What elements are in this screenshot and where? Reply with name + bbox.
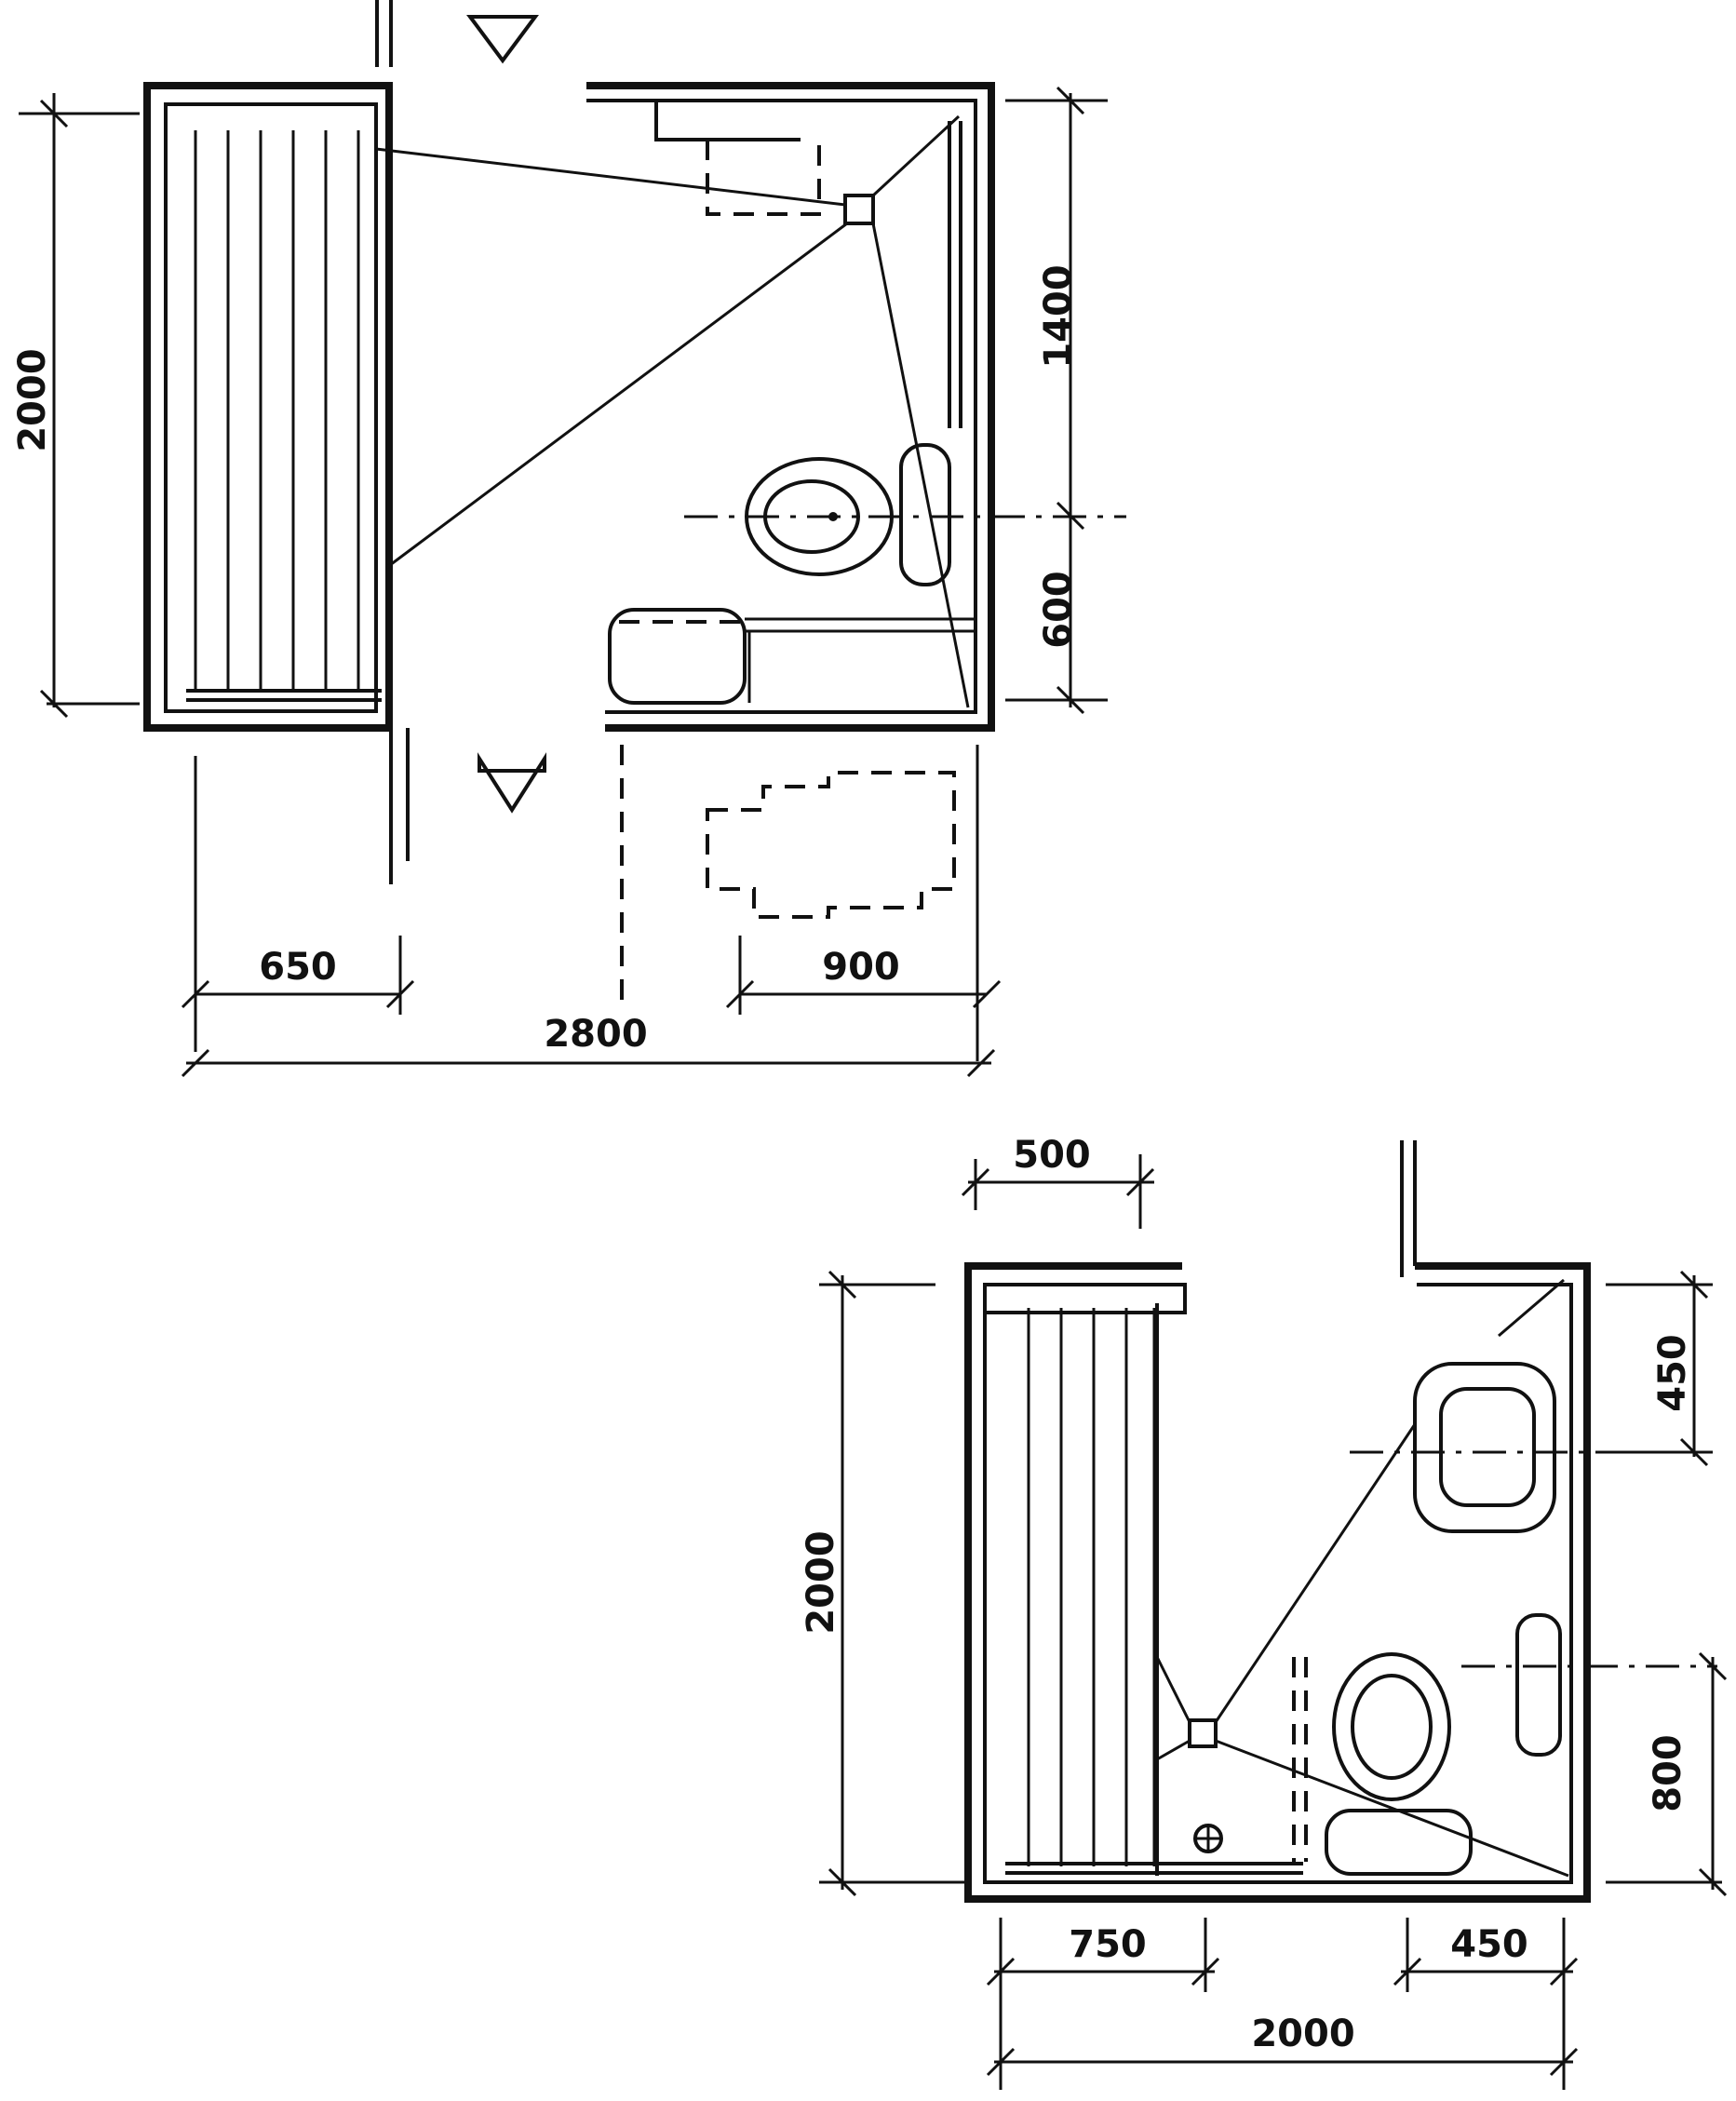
plan-b-label-basin-offset: 450 <box>1651 1334 1694 1412</box>
plan-a-dim-right: 1400 600 <box>1005 86 1108 715</box>
plan-a-grab-rail-top <box>654 102 801 141</box>
plan-a-dim-clear-width: 900 <box>725 936 1002 1015</box>
plan-a-hoist-point <box>843 194 875 225</box>
plan-a-right-walls <box>586 82 995 732</box>
plan-b-dim-bath-width: 750 <box>986 1918 1220 2090</box>
plan-a: 2000 1400 600 650 900 <box>11 0 1126 1078</box>
plan-a-right-inner-walls <box>586 99 977 714</box>
plan-b-hoist-track <box>1156 1739 1191 1761</box>
plan-b-entry-wall <box>1400 1140 1417 1277</box>
plan-a-hoist-track <box>385 222 848 570</box>
plan-a-label-lower-segment: 600 <box>1037 571 1080 649</box>
plan-b-label-wc-width: 450 <box>1450 1923 1528 1966</box>
plan-b-bath-head <box>983 1283 1187 1314</box>
plan-a-label-upper-segment: 1400 <box>1037 264 1080 368</box>
plan-b-hoist-track <box>1214 1423 1417 1723</box>
plan-b-bath-rail <box>1005 1862 1303 1875</box>
plan-a-entry-arrow-top-icon <box>466 15 539 64</box>
plan-a-dim-bath-width: 650 <box>181 756 415 1052</box>
plan-a-wc <box>745 443 951 586</box>
plan-b-outer-walls <box>964 1262 1591 1903</box>
plan-b-dim-top-width: 500 <box>961 1134 1155 1229</box>
plan-a-grab-rail-right <box>948 121 962 428</box>
plan-a-bath-slats <box>194 130 360 689</box>
plan-b-drain-icon <box>1193 1824 1223 1853</box>
plan-b-bath-slats <box>1027 1308 1156 1866</box>
plan-b-label-bath-width: 750 <box>1069 1923 1147 1966</box>
plan-b-dim-right: 450 800 <box>1606 1270 1728 1897</box>
plan-b-wc <box>1325 1652 1473 1876</box>
plan-a-hoist-track <box>871 114 961 197</box>
plan-b-inner-walls <box>983 1283 1573 1884</box>
plan-a-label-height-total: 2000 <box>11 348 54 451</box>
plan-a-turning-area <box>706 771 956 919</box>
plan-b-label-wc-offset: 800 <box>1647 1734 1689 1812</box>
plan-b-dim-wc-width: 450 <box>1393 1918 1579 2090</box>
plan-a-left-wall <box>143 82 393 732</box>
plan-b-label-height-total: 2000 <box>800 1530 842 1634</box>
plan-b-shower-screen <box>1292 1657 1308 1862</box>
plan-b: 500 2000 450 800 <box>800 1134 1728 2090</box>
plan-a-dim-height-total: 2000 <box>11 93 140 719</box>
plan-b-hoist-track <box>1155 1656 1191 1723</box>
plan-b-dim-total-width: 2000 <box>986 2013 1579 2077</box>
plan-a-label-bath-width: 650 <box>259 946 337 989</box>
plan-b-grab-rail <box>1515 1613 1562 1757</box>
plan-a-entry-arrow-bottom-icon <box>478 752 546 814</box>
plan-a-shower-seat <box>608 608 976 705</box>
plan-a-hoist-track <box>871 222 970 708</box>
plan-b-dim-height-total: 2000 <box>800 1270 968 1897</box>
plan-a-hoist-track <box>375 147 846 207</box>
plan-b-label-total-width: 2000 <box>1251 2013 1354 2055</box>
plan-a-entry-wall-top <box>375 0 393 67</box>
plan-a-dim-total-width: 2800 <box>181 1013 996 1078</box>
plan-b-hoist-track <box>1498 1278 1565 1338</box>
plan-a-entry-wall-bottom <box>389 728 410 884</box>
plan-b-basin <box>1413 1362 1556 1533</box>
plan-a-label-total-width: 2800 <box>544 1013 647 1056</box>
plan-a-bath-rail <box>186 689 382 702</box>
plan-a-bath-outline <box>164 102 378 713</box>
plan-b-hoist-point <box>1188 1718 1218 1748</box>
plan-a-label-clear-width: 900 <box>822 946 900 989</box>
plan-a-basin-outline <box>706 140 821 216</box>
plan-b-label-top-width: 500 <box>1013 1134 1091 1177</box>
plan-b-hoist-track <box>1215 1739 1569 1878</box>
